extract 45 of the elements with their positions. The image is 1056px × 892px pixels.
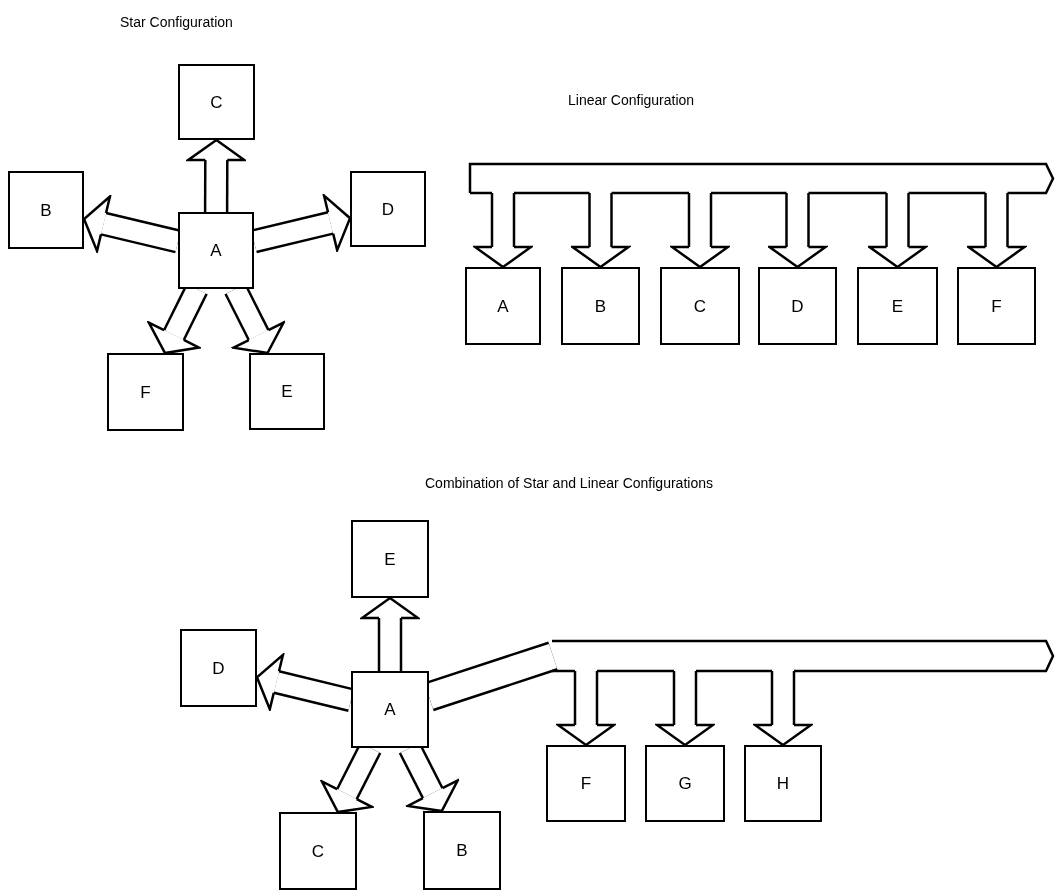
node-label: G [678, 775, 692, 792]
node-box [957, 267, 1036, 345]
node-label: C [311, 842, 325, 860]
node-label: C [210, 93, 223, 111]
node-box [465, 267, 541, 345]
node-label: B [456, 842, 468, 859]
node-label: F [140, 383, 151, 401]
node-box [561, 267, 640, 345]
node-box [351, 520, 429, 598]
node-box [351, 671, 429, 748]
node-label: C [693, 297, 707, 315]
node-label: F [580, 775, 592, 792]
node-label: A [384, 701, 396, 718]
node-box [350, 171, 426, 247]
node-box [857, 267, 938, 345]
node-box [249, 353, 325, 430]
node-label: B [594, 297, 607, 315]
node-box [107, 353, 184, 431]
node-box [178, 212, 254, 289]
node-box [8, 171, 84, 249]
node-box [645, 745, 725, 822]
node-label: A [497, 297, 509, 315]
node-label: D [381, 200, 395, 218]
node-box [180, 629, 257, 707]
section-title: Star Configuration [120, 13, 233, 32]
node-label: F [991, 297, 1002, 315]
bus-bar [551, 640, 1056, 672]
node-label: B [40, 201, 52, 219]
node-box [546, 745, 626, 822]
node-box [279, 812, 357, 890]
node-label: D [791, 297, 804, 315]
node-label: E [891, 297, 904, 315]
section-title: Combination of Star and Linear Configurations [425, 474, 713, 493]
node-box [423, 811, 501, 890]
bus-bar [469, 163, 1056, 194]
node-box [178, 64, 255, 140]
node-label: A [210, 242, 222, 259]
node-label: H [776, 775, 790, 792]
node-box [758, 267, 837, 345]
section-title: Linear Configuration [568, 91, 695, 110]
node-label: D [212, 659, 225, 677]
node-label: E [281, 383, 293, 400]
node-box [660, 267, 740, 345]
node-label: E [384, 550, 396, 568]
node-box [744, 745, 822, 822]
